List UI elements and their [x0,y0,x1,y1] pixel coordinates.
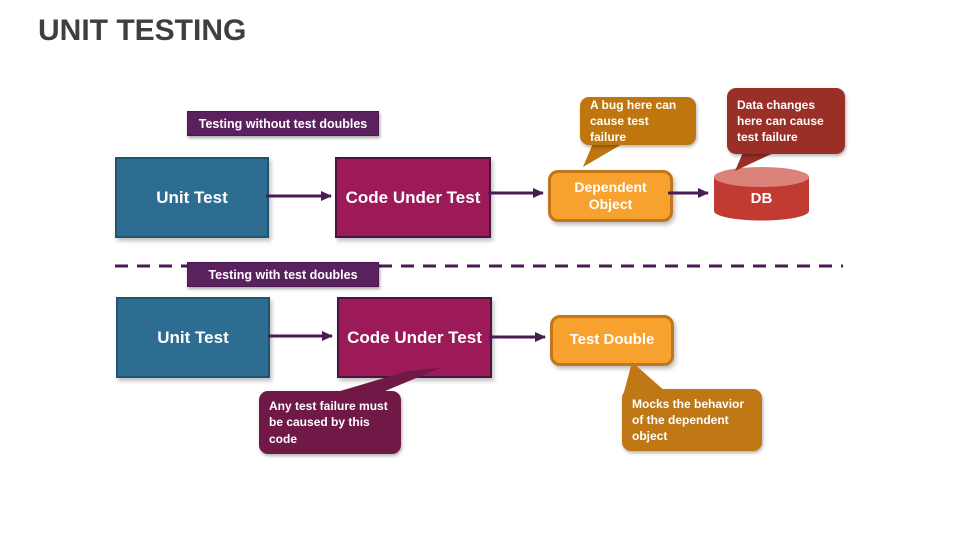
node-code-under-test-2: Code Under Test [337,297,492,378]
db-cylinder-shape [714,167,809,221]
node-unit-test-2: Unit Test [116,297,270,378]
section-label-text: Testing without test doubles [198,116,368,131]
node-code-under-test-1: Code Under Test [335,157,491,238]
node-label: Dependent Object [574,178,647,213]
node-label: Code Under Test [347,327,482,347]
node-label: Code Under Test [345,187,481,207]
section-label-without-doubles: Testing without test doubles [187,111,379,136]
callout-mocks: Mocks the behavior of the dependent obje… [622,389,762,451]
node-label: Unit Test [157,327,229,347]
callout-bug: A bug here can cause test failure [580,97,696,145]
callout-failure-text: Any test failure must be caused by this … [269,399,388,446]
node-test-double: Test Double [550,315,674,366]
node-unit-test-1: Unit Test [115,157,269,238]
db-top [714,167,809,187]
callout-mocks-tail [624,362,666,392]
callout-data-text: Data changes here can cause test failure [737,97,824,145]
node-dependent-object: Dependent Object [548,170,673,222]
section-label-text: Testing with test doubles [208,267,358,282]
node-label: Unit Test [156,187,228,207]
db-body [714,177,809,221]
callout-bug-text: A bug here can cause test failure [590,97,677,145]
callout-failure: Any test failure must be caused by this … [259,391,401,454]
callout-mocks-text: Mocks the behavior of the dependent obje… [632,396,745,444]
section-label-with-doubles: Testing with test doubles [187,262,379,287]
db-label: DB [750,189,773,207]
callout-data: Data changes here can cause test failure [727,88,845,154]
page-title: UNIT TESTING [38,14,247,47]
node-label: Test Double [569,331,655,349]
db-cylinder: DB [713,166,810,222]
